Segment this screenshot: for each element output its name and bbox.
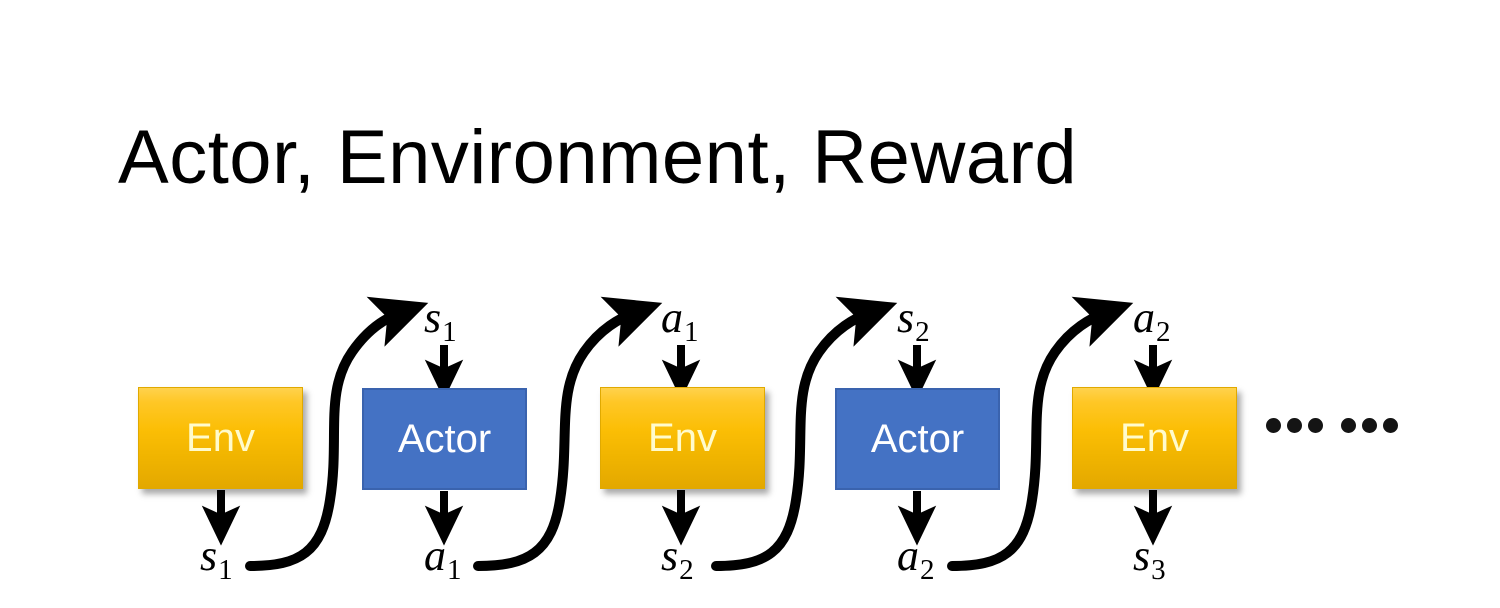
node-label: Actor [870,417,965,461]
math-base: a [897,531,919,580]
ellipsis-continuation [1266,418,1398,433]
feedback-curve-group [245,296,1134,571]
feedback-curve-a1 [473,296,663,571]
node-actor-2[interactable]: Actor [835,388,1000,490]
page-title: Actor, Environment, Reward [118,115,1078,200]
math-subscript: 3 [1151,554,1166,587]
math-subscript: 2 [915,316,930,349]
state-label-s2-bottom: s2 [661,534,694,585]
ellipsis-dot [1341,418,1356,433]
state-label-s1-top: s1 [424,296,457,347]
ellipsis-gap [1329,425,1335,426]
math-base: s [661,531,679,580]
node-label: Env [648,416,717,460]
math-base: a [1133,293,1155,342]
math-subscript: 2 [679,554,694,587]
math-base: s [897,293,915,342]
math-subscript: 2 [920,554,935,587]
state-label-s3-bottom: s3 [1133,534,1166,585]
math-subscript: 1 [218,554,233,587]
math-subscript: 1 [442,316,457,349]
feedback-curve-s2 [711,296,898,571]
action-label-a2-bottom: a2 [897,534,935,585]
ellipsis-dot [1383,418,1398,433]
math-base: a [661,293,683,342]
node-env-1[interactable]: Env [138,387,303,489]
feedback-curve-s1 [245,296,429,571]
state-label-s2-top: s2 [897,296,930,347]
arrow-box-to-label-group [201,490,1173,546]
node-label: Actor [397,417,492,461]
math-base: s [1133,531,1151,580]
node-env-2[interactable]: Env [600,387,765,489]
feedback-curve-a2 [947,296,1134,571]
node-label: Env [1120,416,1189,460]
ellipsis-dot [1287,418,1302,433]
ellipsis-dot [1308,418,1323,433]
math-subscript: 1 [684,316,699,349]
ellipsis-dot [1362,418,1377,433]
action-label-a1-bottom: a1 [424,534,462,585]
state-label-s1-bottom: s1 [200,534,233,585]
arrow-label-to-box-group [424,345,1173,400]
node-label: Env [186,416,255,460]
math-subscript: 2 [1156,316,1171,349]
math-base: s [424,293,442,342]
node-actor-1[interactable]: Actor [362,388,527,490]
math-subscript: 1 [447,554,462,587]
action-label-a2-top: a2 [1133,296,1171,347]
math-base: a [424,531,446,580]
math-base: s [200,531,218,580]
node-env-3[interactable]: Env [1072,387,1237,489]
action-label-a1-top: a1 [661,296,699,347]
ellipsis-dot [1266,418,1281,433]
